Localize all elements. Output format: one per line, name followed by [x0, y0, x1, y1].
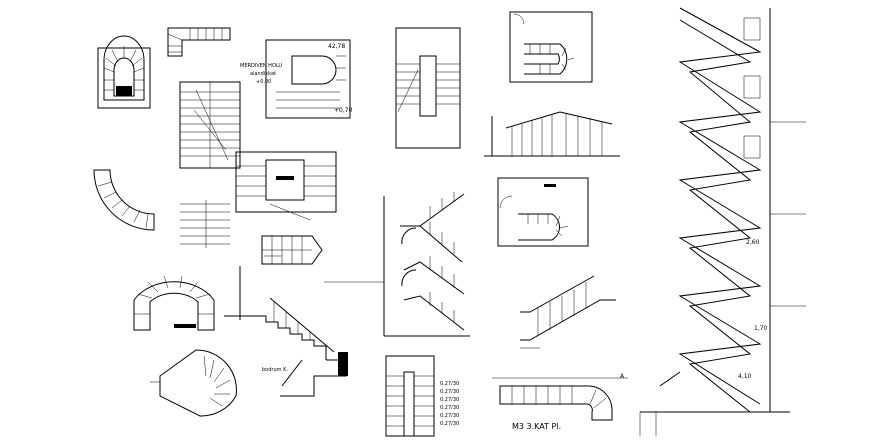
- straight-stair-plan-framed: [395, 27, 461, 149]
- elevation-a-label: 2,60: [746, 239, 760, 246]
- landing-subtitle-label: alandikkat: [250, 71, 276, 77]
- quarter-spiral-plan: [93, 169, 155, 231]
- u-stair-plan: [265, 39, 351, 119]
- landing-title-label: MERDIVEN HOLU: [240, 63, 283, 69]
- level-mid-label: +0,70: [334, 107, 353, 114]
- straight-stair-plan-tall: [179, 81, 241, 169]
- elliptical-stair-plan: [150, 349, 237, 417]
- stair-section-railings: [484, 111, 620, 157]
- dimension-label-6: 0,27/30: [440, 421, 460, 427]
- elevation-b-label: 1,70: [754, 325, 768, 332]
- stair-plan-bottom-curved: [492, 377, 628, 421]
- dogleg-stair-plan: [261, 235, 323, 265]
- dimension-label-2: 0,27/30: [440, 389, 460, 395]
- l-stair-plan-small: [167, 27, 231, 57]
- curved-stair-room-plan-1: [509, 11, 593, 83]
- curved-stair-room-plan-2: [497, 177, 589, 247]
- stair-elevation-rail: [224, 266, 348, 397]
- dimension-label-5: 0,27/30: [440, 413, 460, 419]
- floor-plan-label: M3 3.KAT Pl.: [512, 422, 562, 431]
- dimension-label-3: 0,27/30: [440, 397, 460, 403]
- basement-label: bodrum K.: [262, 367, 288, 373]
- level-top-label: 42,78: [328, 43, 346, 50]
- dimension-label-1: 0,27/30: [440, 381, 460, 387]
- dimension-label-4: 0,27/30: [440, 405, 460, 411]
- stepped-detail-plan: [180, 200, 230, 248]
- stair-core-plan: [235, 151, 337, 221]
- section-mark-label: A: [620, 373, 625, 380]
- stair-flight-section: [520, 275, 616, 349]
- stair-plan-vertical: [385, 355, 435, 437]
- spiral-stair-plan-1: [97, 35, 151, 109]
- elevation-c-label: 4,10: [738, 373, 752, 380]
- multi-storey-stair-section: [639, 7, 806, 436]
- curved-stair-plan: [133, 275, 215, 331]
- landing-level-label: +0,00: [256, 79, 272, 85]
- stair-section-center: [324, 192, 470, 337]
